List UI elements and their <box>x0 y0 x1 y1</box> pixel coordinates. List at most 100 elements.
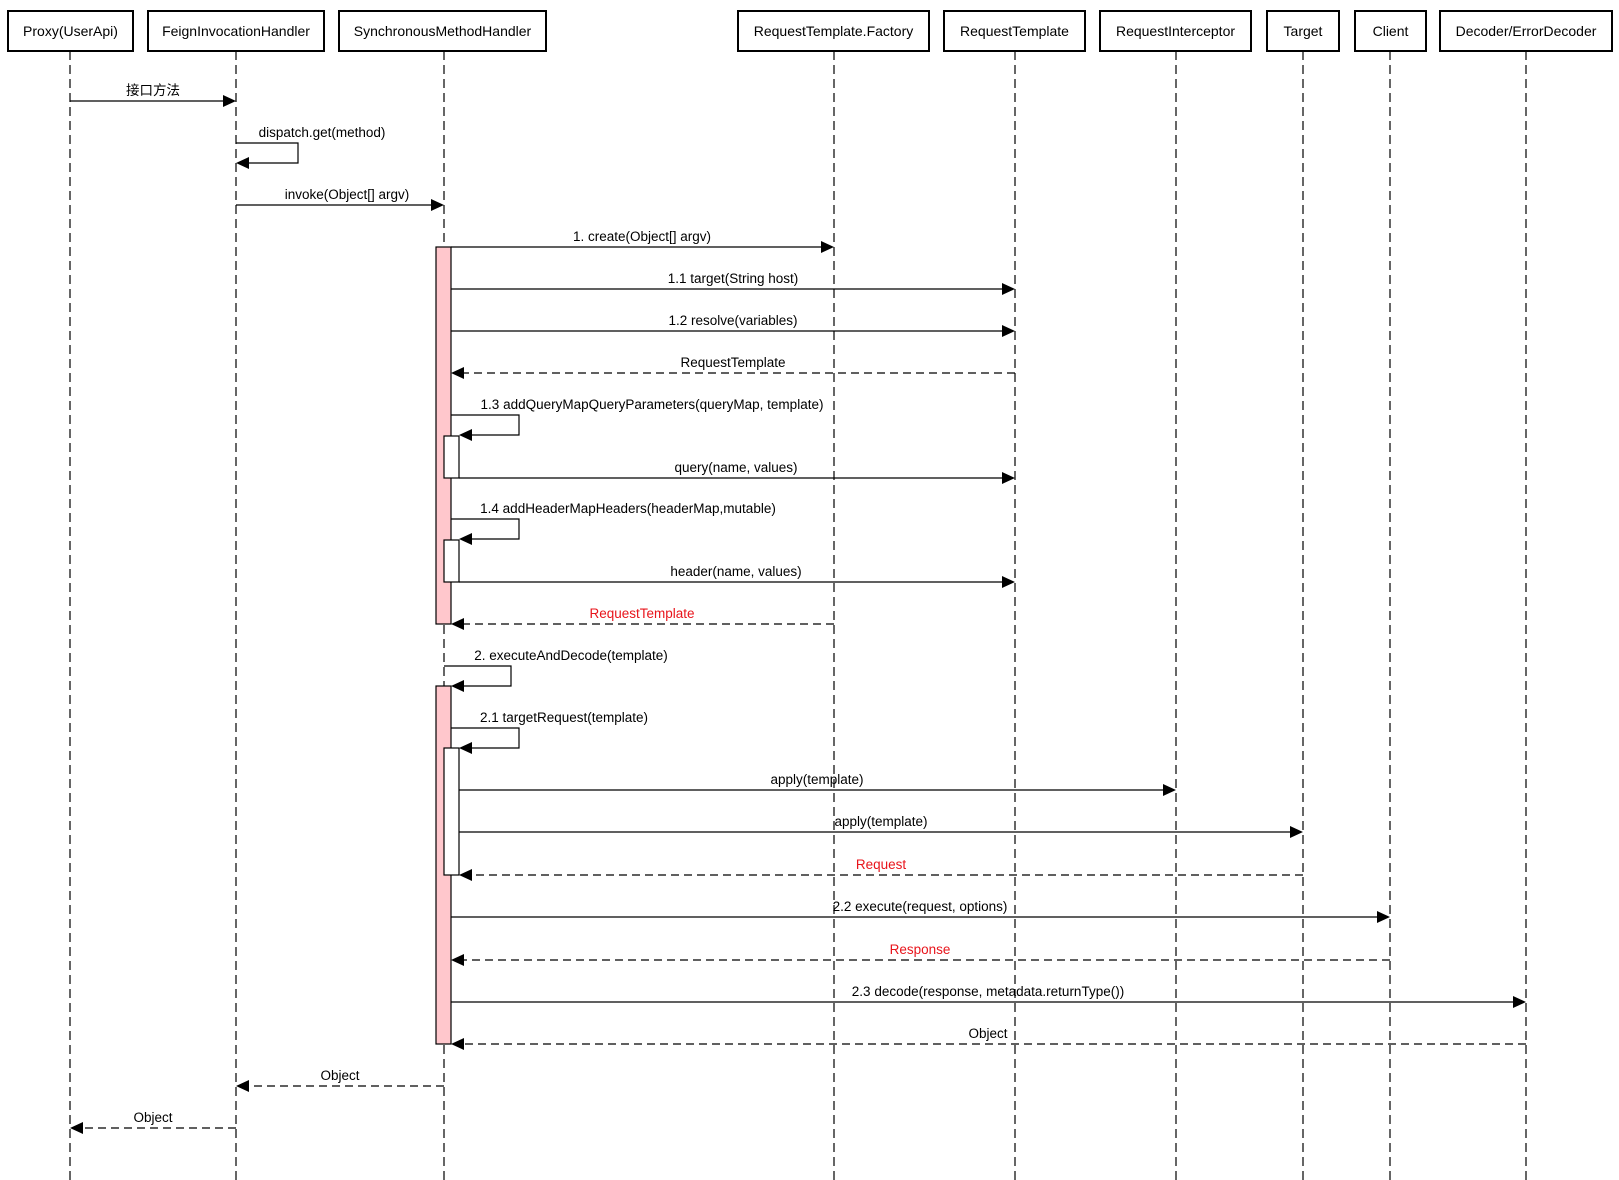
participant-label: Proxy(UserApi) <box>23 23 118 39</box>
message-label: apply(template) <box>770 772 863 787</box>
arrowhead <box>451 680 464 692</box>
lifelines <box>69 51 1527 1180</box>
message-10: 1.4 addHeaderMapHeaders(headerMap,mutabl… <box>451 501 776 545</box>
participant-smh: SynchronousMethodHandler <box>338 10 547 52</box>
self-call-line <box>444 665 512 687</box>
arrowhead <box>451 954 464 966</box>
participant-box <box>1354 10 1427 52</box>
arrowhead <box>431 199 444 211</box>
participant-label: Decoder/ErrorDecoder <box>1456 23 1597 39</box>
participant-box <box>338 10 547 52</box>
message-7: RequestTemplate <box>451 355 1015 379</box>
participant-box <box>737 10 930 52</box>
arrowhead <box>821 241 834 253</box>
participant-label: SynchronousMethodHandler <box>354 23 532 39</box>
arrowhead <box>1377 911 1390 923</box>
message-14: 2.1 targetRequest(template) <box>451 710 648 754</box>
message-label: 1.1 target(String host) <box>668 271 799 286</box>
message-11: header(name, values) <box>459 564 1015 588</box>
arrowhead <box>459 742 472 754</box>
message-label: 1.4 addHeaderMapHeaders(headerMap,mutabl… <box>480 501 776 516</box>
participant-headers: Proxy(UserApi) FeignInvocationHandler Sync… <box>7 10 1613 52</box>
participant-box <box>1099 10 1252 52</box>
arrowhead <box>1513 996 1526 1008</box>
message-label: 1.2 resolve(variables) <box>668 313 797 328</box>
message-label: header(name, values) <box>670 564 801 579</box>
message-22: Object <box>236 1068 444 1092</box>
activation-bars <box>435 246 460 1045</box>
participant-ri: RequestInterceptor <box>1099 10 1252 52</box>
arrowhead <box>223 95 236 107</box>
message-23: Object <box>70 1110 236 1134</box>
activation-bar-query-map <box>443 435 460 479</box>
participant-rtf: RequestTemplate.Factory <box>737 10 930 52</box>
message-label: Object <box>133 1110 172 1125</box>
participant-target: Target <box>1266 10 1340 52</box>
message-label: 2.1 targetRequest(template) <box>480 710 648 725</box>
arrowhead <box>236 157 249 169</box>
participant-client: Client <box>1354 10 1427 52</box>
message-17: Request <box>459 857 1303 881</box>
arrowhead <box>1002 325 1015 337</box>
arrowhead <box>459 429 472 441</box>
arrowhead <box>1002 283 1015 295</box>
arrowhead <box>459 533 472 545</box>
participant-proxy: Proxy(UserApi) <box>7 10 134 52</box>
participant-label: RequestTemplate.Factory <box>754 23 914 39</box>
message-label: dispatch.get(method) <box>259 125 386 140</box>
activation-bar-target-request <box>443 747 460 876</box>
message-label: 2. executeAndDecode(template) <box>474 648 668 663</box>
message-label: Object <box>968 1026 1007 1041</box>
participant-feign: FeignInvocationHandler <box>147 10 325 52</box>
message-4: 1. create(Object[] argv) <box>451 229 834 253</box>
message-label: Request <box>856 857 907 872</box>
arrowhead <box>236 1080 249 1092</box>
message-label: query(name, values) <box>674 460 797 475</box>
message-12: RequestTemplate <box>451 606 834 630</box>
message-label: 2.2 execute(request, options) <box>833 899 1008 914</box>
arrowhead <box>451 367 464 379</box>
messages: 接口方法 dispatch.get(method) invoke(Object[] … <box>70 82 1526 1134</box>
participant-box <box>147 10 325 52</box>
message-label: 1. create(Object[] argv) <box>573 229 711 244</box>
message-18: 2.2 execute(request, options) <box>451 899 1390 923</box>
participant-label: Client <box>1373 23 1409 39</box>
message-20: 2.3 decode(response, metadata.returnType… <box>451 984 1526 1008</box>
self-call-line <box>451 727 520 749</box>
arrowhead <box>1290 826 1303 838</box>
participant-label: RequestInterceptor <box>1116 23 1235 39</box>
self-call-line <box>451 518 520 540</box>
self-call-line <box>236 142 299 164</box>
arrowhead <box>451 618 464 630</box>
participant-label: FeignInvocationHandler <box>162 23 310 39</box>
participant-label: RequestTemplate <box>960 23 1069 39</box>
message-16: apply(template) <box>459 814 1303 838</box>
participant-box <box>7 10 134 52</box>
message-15: apply(template) <box>459 772 1176 796</box>
message-label: Response <box>890 942 951 957</box>
message-2: dispatch.get(method) <box>236 125 385 169</box>
message-label: 2.3 decode(response, metadata.returnType… <box>852 984 1124 999</box>
participant-rt: RequestTemplate <box>943 10 1086 52</box>
message-5: 1.1 target(String host) <box>451 271 1015 295</box>
message-label: 接口方法 <box>126 82 180 98</box>
activation-bar-header-map <box>443 539 460 583</box>
message-label: apply(template) <box>834 814 927 829</box>
arrowhead <box>70 1122 83 1134</box>
message-label: RequestTemplate <box>589 606 694 621</box>
message-21: Object <box>451 1026 1526 1050</box>
message-19: Response <box>451 942 1390 966</box>
arrowhead <box>1002 472 1015 484</box>
arrowhead <box>459 869 472 881</box>
self-call-line <box>451 414 520 436</box>
message-1: 接口方法 <box>70 82 236 107</box>
arrowhead <box>451 1038 464 1050</box>
participant-label: Target <box>1284 23 1323 39</box>
message-6: 1.2 resolve(variables) <box>451 313 1015 337</box>
arrowhead <box>1002 576 1015 588</box>
message-9: query(name, values) <box>459 460 1015 484</box>
message-label: invoke(Object[] argv) <box>285 187 410 202</box>
message-label: 1.3 addQueryMapQueryParameters(queryMap,… <box>481 397 824 412</box>
participant-decoder: Decoder/ErrorDecoder <box>1439 10 1613 52</box>
